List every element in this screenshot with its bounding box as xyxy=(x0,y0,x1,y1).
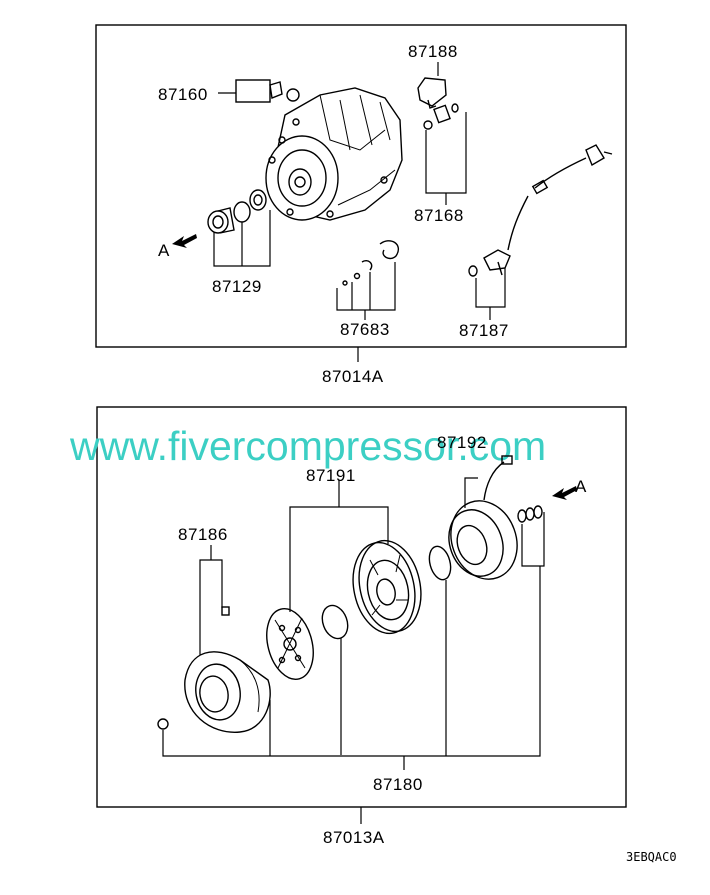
watermark: www.fivercompressor.com xyxy=(69,423,546,469)
compressor-body xyxy=(265,87,403,221)
label-87168: 87168 xyxy=(414,206,464,225)
fitting-87160 xyxy=(218,79,300,103)
label-87186: 87186 xyxy=(178,525,228,544)
view-marker-a-upper: A xyxy=(158,241,170,260)
valve-87188 xyxy=(417,62,447,109)
drawing-code: 3EBQAC0 xyxy=(626,850,677,864)
view-arrow-a-upper: A xyxy=(158,234,197,260)
view-arrow-a-lower: A xyxy=(552,477,587,500)
leader-87186 xyxy=(199,559,223,655)
parts-87168 xyxy=(423,103,467,205)
washers-shims xyxy=(517,505,545,567)
sensor-87187 xyxy=(468,144,613,320)
label-87683: 87683 xyxy=(340,320,390,339)
label-87192: 87192 xyxy=(437,433,487,452)
snap-ring-small xyxy=(321,604,349,640)
assembly-label-87013a: 87013A xyxy=(323,828,385,847)
view-marker-a-lower: A xyxy=(575,477,587,496)
clutch-coil-87192 xyxy=(448,455,518,580)
armature-plate xyxy=(266,608,314,680)
label-87187: 87187 xyxy=(459,321,509,340)
label-87160: 87160 xyxy=(158,85,208,104)
label-87188: 87188 xyxy=(408,42,458,61)
label-87129: 87129 xyxy=(212,277,262,296)
upper-panel-frame xyxy=(95,24,627,348)
label-87180: 87180 xyxy=(373,775,423,794)
leader-87180 xyxy=(162,566,541,757)
clip-set-87683 xyxy=(336,240,399,320)
label-87191: 87191 xyxy=(306,466,356,485)
seal-set-87129 xyxy=(207,189,271,267)
front-hub-87186 xyxy=(157,606,271,733)
assembly-label-87014a: 87014A xyxy=(322,367,384,386)
rotor-pulley xyxy=(352,539,422,635)
snap-ring-upper xyxy=(428,545,452,581)
